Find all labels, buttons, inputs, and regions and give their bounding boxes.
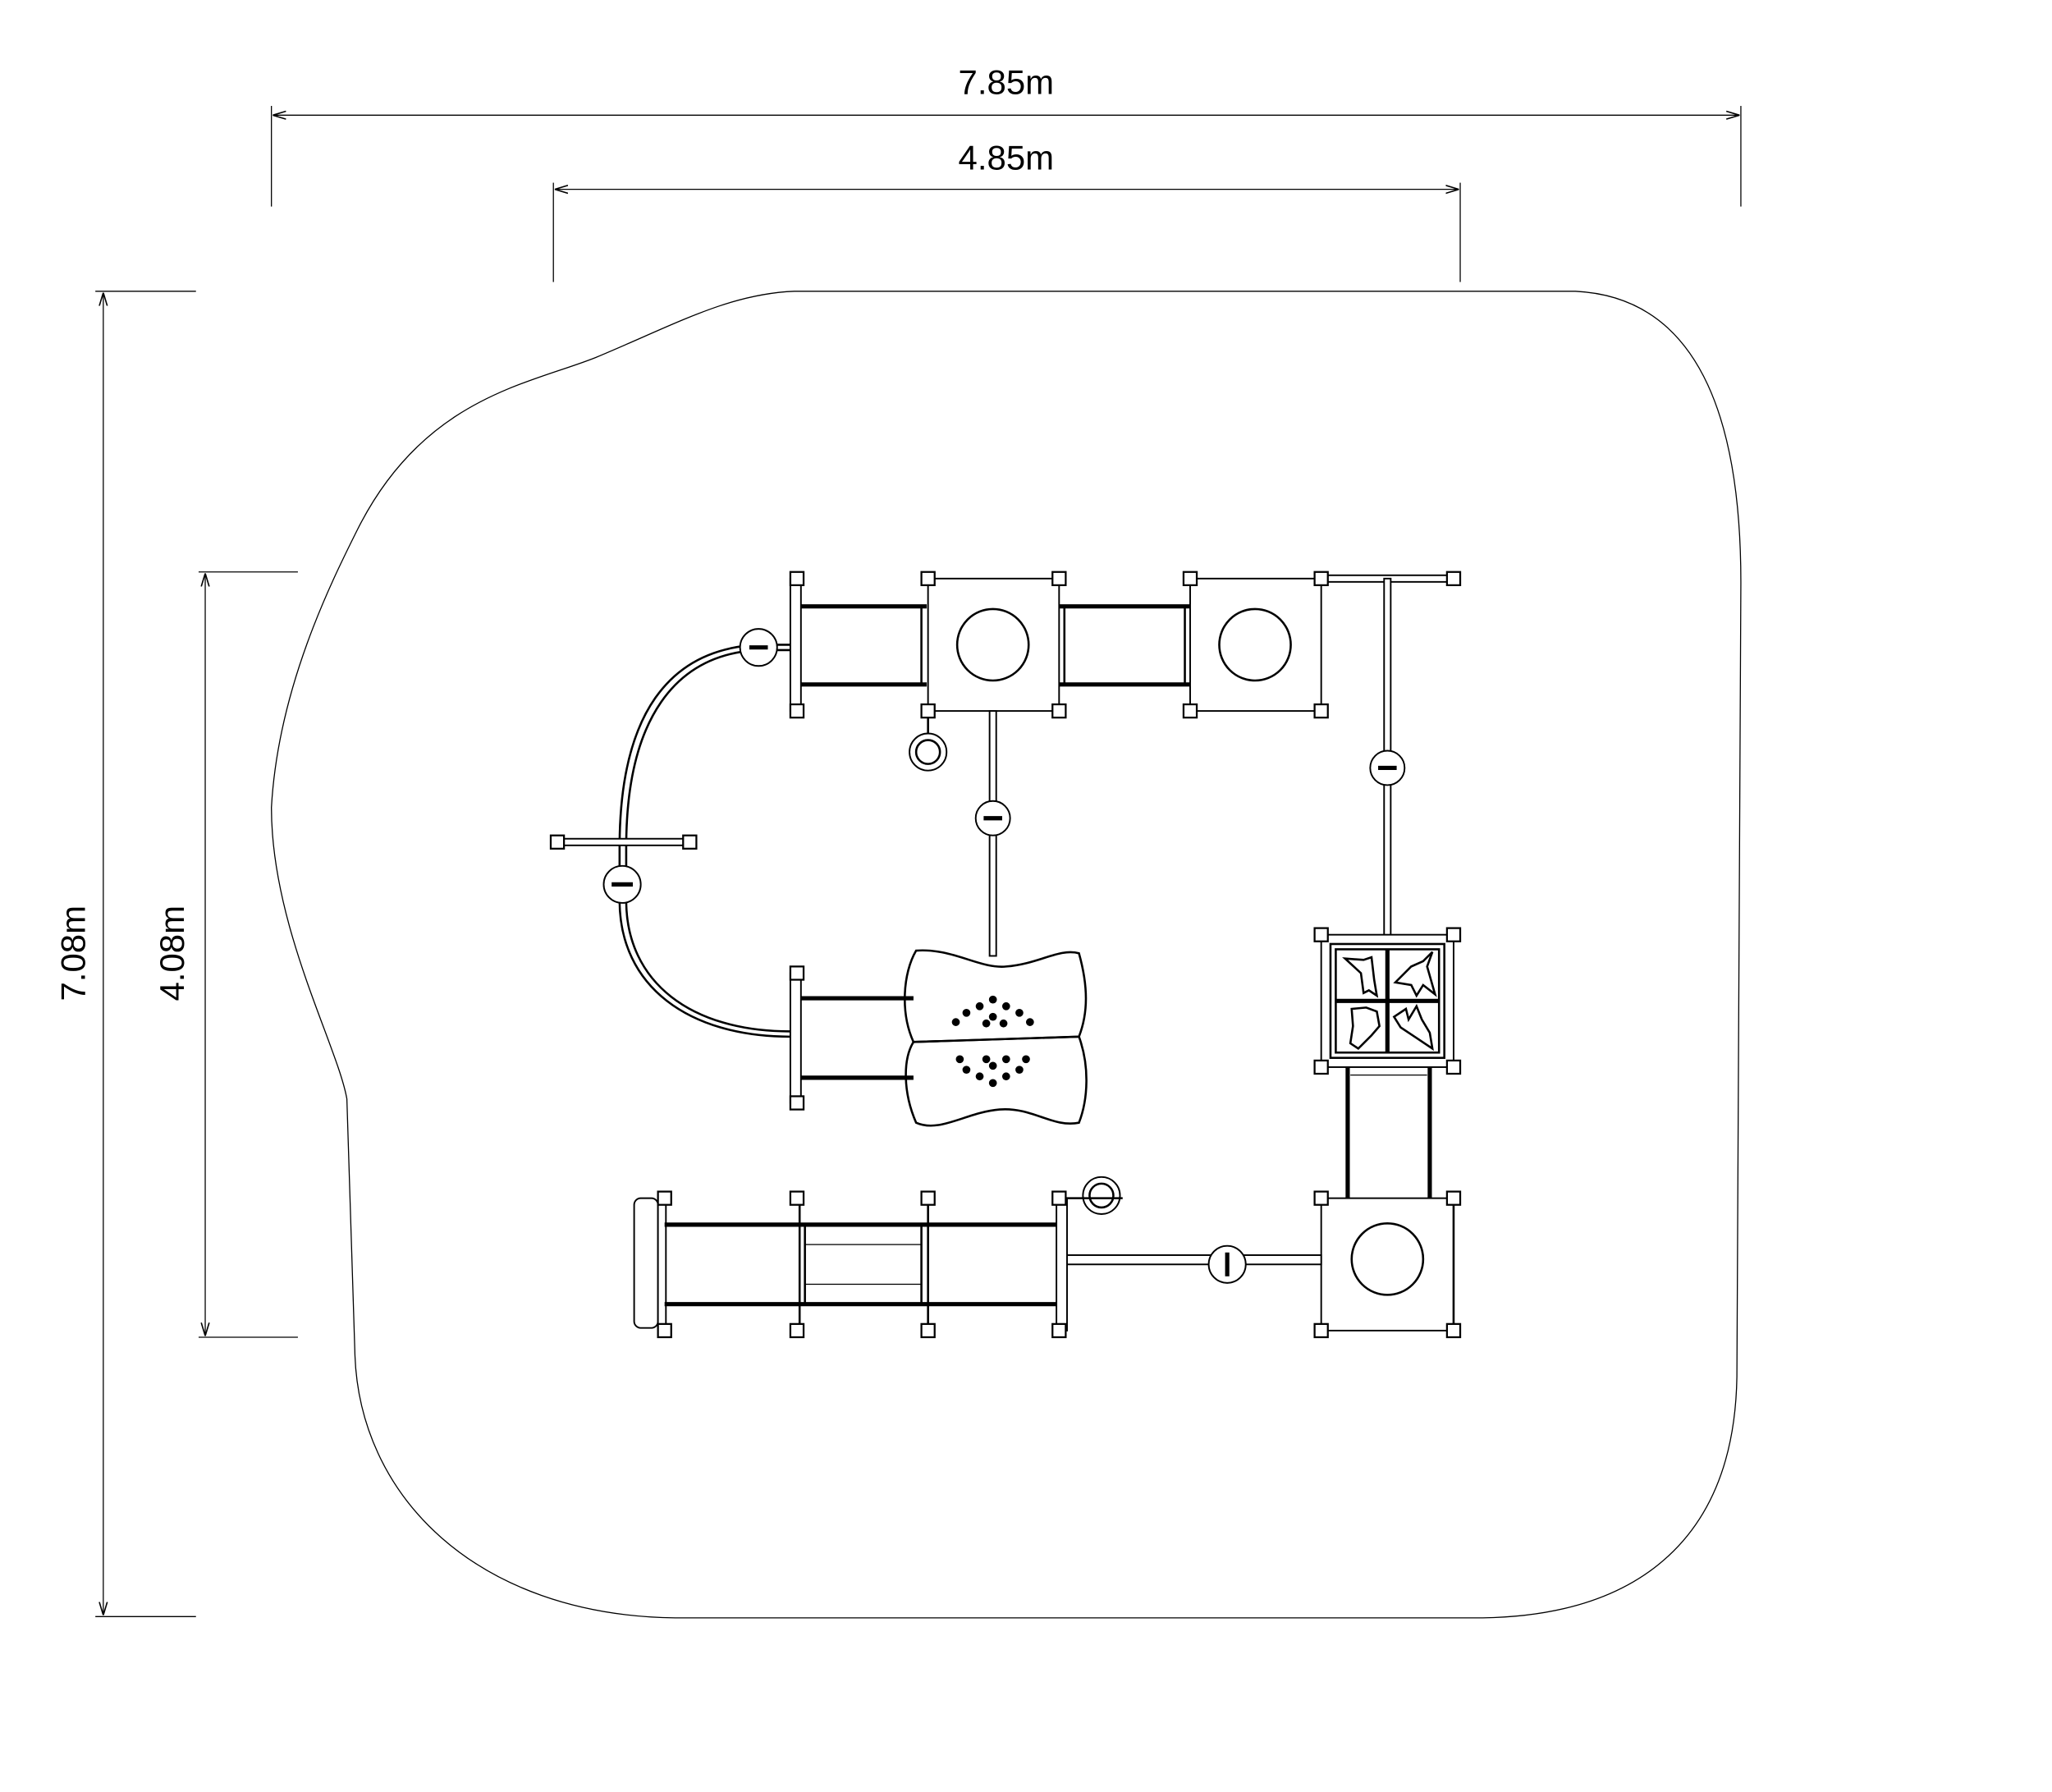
platform-hole [1218,607,1292,682]
animal-panel [1320,933,1454,1198]
top-row-equipment [789,574,1454,957]
joint-icon [1369,749,1406,786]
dimension-overall-depth: 7.08m [53,291,196,1617]
animal-horse-icon [1349,1006,1381,1051]
bottom-right-platform [1058,1176,1455,1331]
post-cap-icon [909,732,948,772]
platform-hole [955,607,1030,682]
platform-1 [927,577,1060,713]
animal-goat-icon [1342,956,1379,998]
bowtie-climbing-panels [789,949,1088,1127]
animal-bird-icon [1393,951,1437,998]
equipment-depth-label: 4.08m [153,905,191,1001]
joint-icon [1207,1244,1247,1284]
posts [549,571,1462,1339]
dimension-overall-width: 7.85m [271,63,1742,207]
platform-2 [1189,577,1322,713]
platform-hole [1350,1221,1425,1296]
safety-area-boundary [271,291,1742,1619]
post-cap-icon [1065,1176,1123,1215]
curved-rail [557,628,790,1038]
joint-icon [739,628,778,667]
dimension-equipment-width: 4.85m [552,138,1461,282]
dimension-equipment-depth: 4.08m [153,571,298,1338]
joint-icon [974,800,1011,836]
overall-width-label: 7.85m [959,63,1055,102]
long-bridge [633,1197,1068,1331]
joint-icon [602,864,642,904]
equipment-width-label: 4.85m [959,138,1055,176]
overall-depth-label: 7.08m [53,905,92,1001]
animal-deer-icon [1392,1003,1434,1052]
